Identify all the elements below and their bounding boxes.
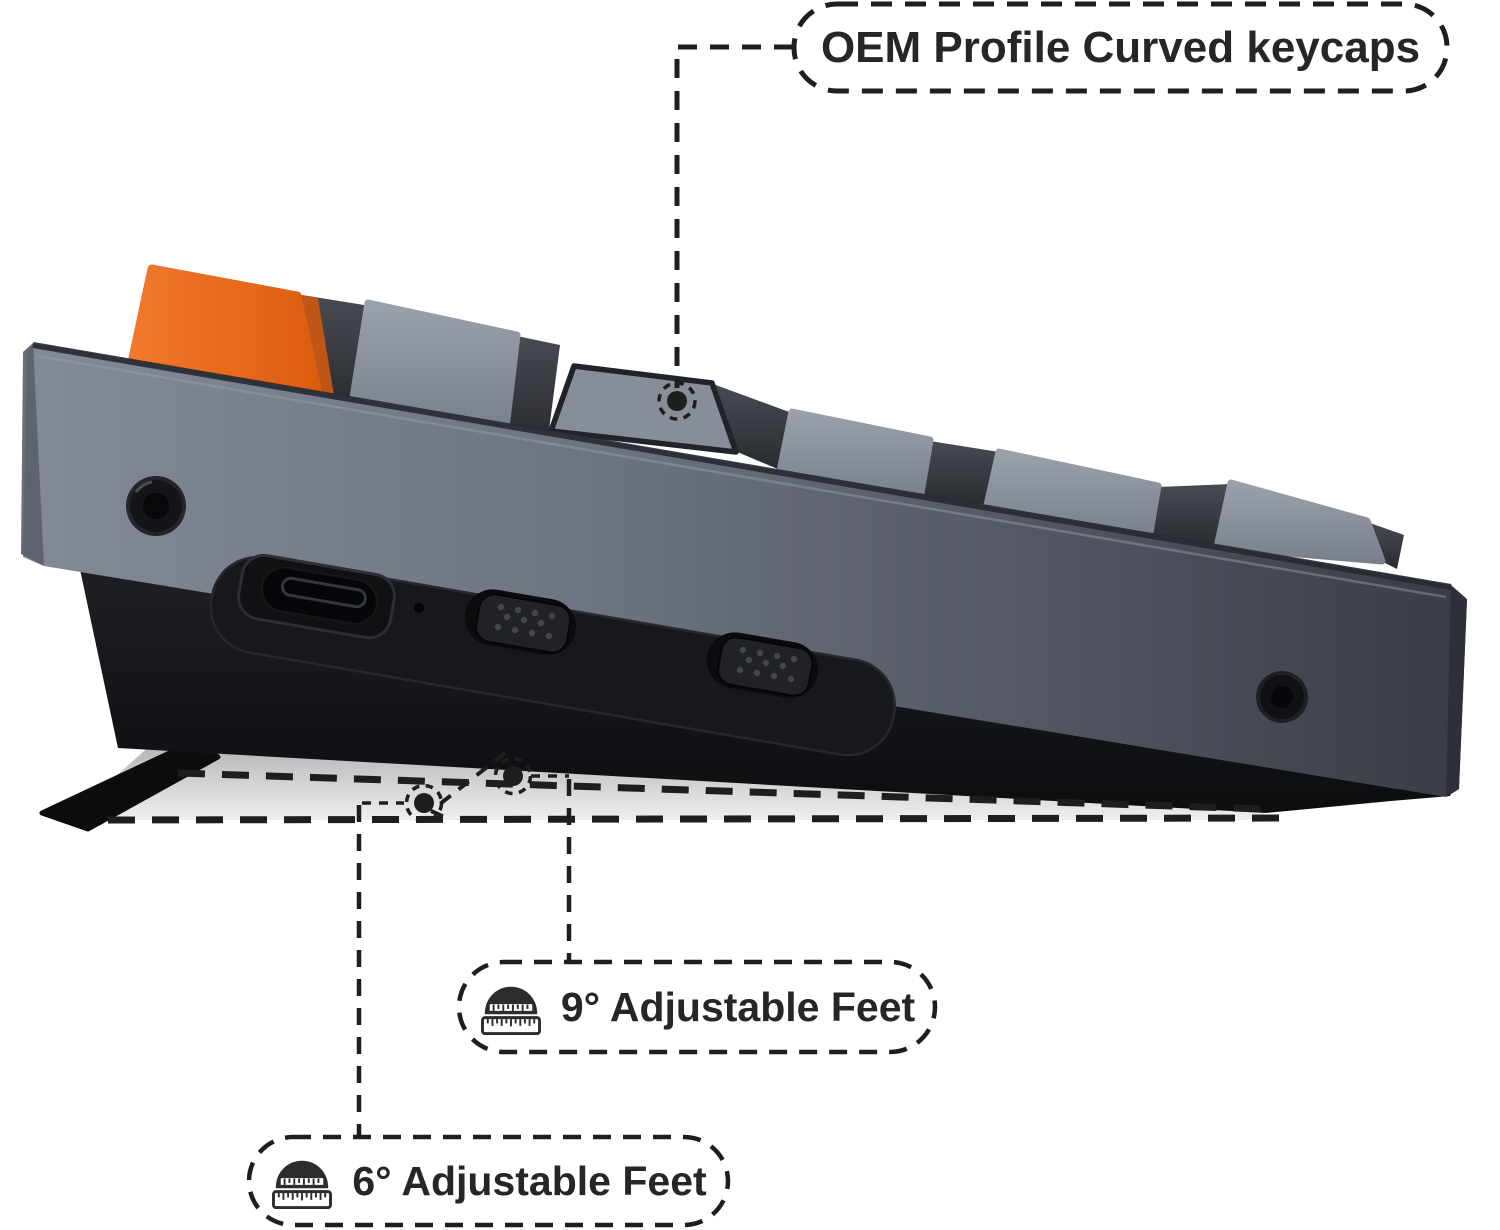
protractor-icon [272,1160,333,1210]
ground-line [107,814,1291,824]
switch-gap [713,384,792,470]
keyboard [21,264,1467,832]
switch-gap [1149,484,1231,547]
frame-top-edge [32,342,1452,590]
callout-6deg-feet: 6° Adjustable Feet [249,1137,728,1225]
usb-c-tongue [280,576,367,609]
frame-right-bevel [1446,586,1467,797]
connector-keycaps [674,44,793,388]
kickstand-foot [39,738,221,832]
target-marker-keycap [657,381,697,421]
toggle-switch-texture [736,646,798,683]
angle-diagonal-line [429,751,507,813]
callout-9deg-label: 9° Adjustable Feet [560,983,916,1030]
port-panel [209,553,896,757]
protractor-icon [480,986,541,1036]
screw-hole [1256,671,1308,723]
callout-border-9deg [456,959,938,1055]
angle-diagonal-line [430,809,450,821]
callout-6deg-label: 6° Adjustable Feet [352,1157,707,1204]
callout-9deg-feet: 9° Adjustable Feet [459,962,935,1052]
status-led-hole [414,603,424,613]
keycap-orange [128,264,322,394]
frame-top-highlight [37,354,1447,599]
frame-left-bevel [21,343,44,566]
callout-border-6deg [246,1134,731,1228]
ghost-flat-position [66,744,1264,820]
keycap [1213,479,1386,565]
keycap-highlighted [548,363,739,455]
switch-gap [1367,522,1404,569]
side-frame [23,343,1467,797]
callout-oem-keycaps: OEM Profile Curved keycaps [794,4,1447,91]
switch-gap [505,336,560,438]
screw-hole [126,476,186,536]
target-marker-9deg [493,756,569,796]
target-marker-6deg [362,783,444,823]
toggle-switch-texture [494,603,556,640]
usb-c-port[interactable] [259,564,381,627]
ghost-top-line [177,769,1263,813]
callout-oem-keycaps-label: OEM Profile Curved keycaps [820,22,1421,72]
switch-gap [919,441,999,505]
annotations [107,1,1450,1228]
callout-border-keycaps [791,1,1450,94]
